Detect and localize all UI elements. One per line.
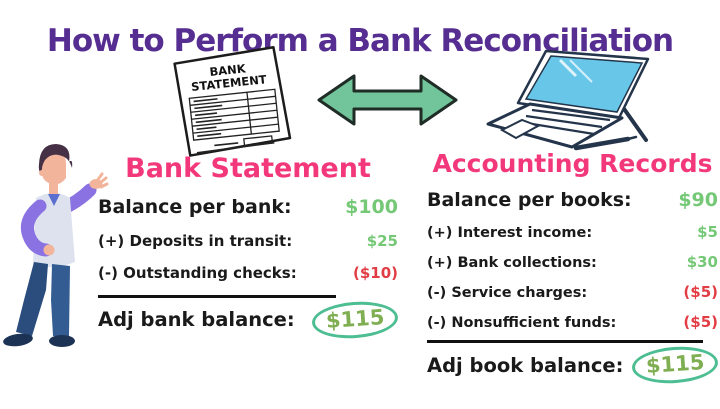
nonsufficient-funds-row: (-) Nonsufficient funds: ($5) xyxy=(427,313,718,331)
service-charges-label: (-) Service charges: xyxy=(427,285,588,302)
subtotal-rule xyxy=(98,294,336,298)
deposits-in-transit-row: (+) Deposits in transit: $25 xyxy=(98,232,398,250)
bank-collections-label: (+) Bank collections: xyxy=(427,255,597,272)
bank-statement-panel: Bank Statement Balance per bank: $100 (+… xyxy=(98,152,400,341)
interest-income-row: (+) Interest income: $5 xyxy=(427,223,718,241)
balance-per-bank-value: $100 xyxy=(345,195,398,218)
laptop-icon xyxy=(480,48,652,154)
deposits-in-transit-value: $25 xyxy=(366,231,398,250)
adj-book-balance-row: Adj book balance: $115 xyxy=(427,344,720,387)
adj-bank-balance-value: $115 xyxy=(324,304,385,333)
statement-title-line1: BANK xyxy=(209,61,248,79)
accounting-records-panel: Accounting Records Balance per books: $9… xyxy=(427,148,720,387)
nonsufficient-funds-label: (-) Nonsufficient funds: xyxy=(427,315,617,332)
highlight-circle: $115 xyxy=(310,298,400,341)
bank-statement-heading: Bank Statement xyxy=(125,153,371,184)
interest-income-label: (+) Interest income: xyxy=(427,225,593,242)
balance-per-bank-label: Balance per bank: xyxy=(98,195,292,218)
presenter-illustration xyxy=(0,140,112,354)
accounting-records-heading: Accounting Records xyxy=(432,149,713,178)
bank-collections-row: (+) Bank collections: $30 xyxy=(427,253,718,271)
deposits-in-transit-label: (+) Deposits in transit: xyxy=(98,231,293,250)
highlight-circle: $115 xyxy=(630,344,720,387)
outstanding-checks-label: (-) Outstanding checks: xyxy=(98,263,297,282)
balance-per-books-label: Balance per books: xyxy=(427,189,632,212)
balance-per-bank-row: Balance per bank: $100 xyxy=(98,196,398,218)
balance-per-books-value: $90 xyxy=(678,189,718,212)
bank-collections-value: $30 xyxy=(686,253,718,272)
bank-statement-icon: BANK STATEMENT xyxy=(147,42,315,164)
outstanding-checks-row: (-) Outstanding checks: ($10) xyxy=(98,264,398,282)
adj-bank-balance-row: Adj bank balance: $115 xyxy=(98,298,400,341)
outstanding-checks-value: ($10) xyxy=(352,263,398,282)
double-arrow-icon xyxy=(315,68,460,132)
adj-book-balance-label: Adj book balance: xyxy=(427,353,624,377)
service-charges-value: ($5) xyxy=(683,283,718,302)
adj-bank-balance-label: Adj bank balance: xyxy=(98,308,295,332)
balance-per-books-row: Balance per books: $90 xyxy=(427,189,718,211)
adj-book-balance-value: $115 xyxy=(644,350,705,379)
service-charges-row: (-) Service charges: ($5) xyxy=(427,283,718,301)
nonsufficient-funds-value: ($5) xyxy=(683,313,718,332)
interest-income-value: $5 xyxy=(697,223,718,242)
subtotal-rule xyxy=(427,340,703,344)
statement-scribbles xyxy=(193,98,275,154)
